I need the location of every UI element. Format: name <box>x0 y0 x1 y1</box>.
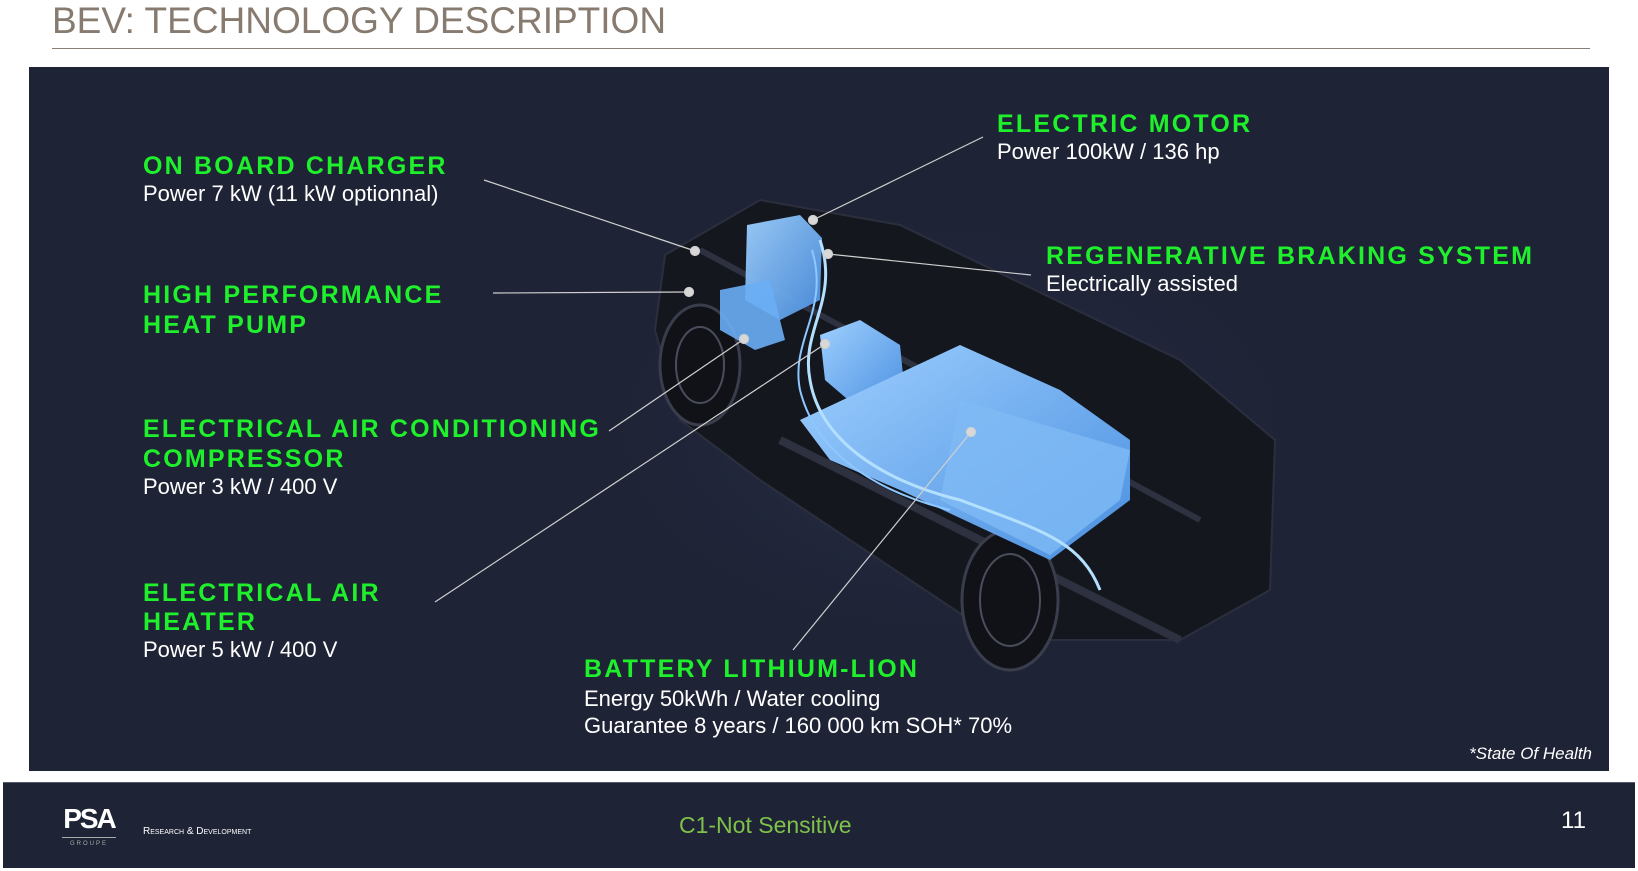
ac-compressor-title-line1: ELECTRICAL AIR CONDITIONING <box>143 415 602 443</box>
leader-ac-compressor <box>608 338 745 432</box>
vehicle-platform-illustration <box>434 136 1330 672</box>
page-number: 11 <box>1561 807 1586 834</box>
footer: PSA GROUPE Research & Development C1-Not… <box>3 782 1635 868</box>
air-heater-detail: Power 5 kW / 400 V <box>143 637 338 662</box>
leader-on-board-charger <box>483 179 696 252</box>
heat-pump-title-line1: HIGH PERFORMANCE <box>143 281 444 309</box>
ac-compressor-detail: Power 3 kW / 400 V <box>143 474 338 499</box>
electric-motor-title: ELECTRIC MOTOR <box>997 110 1253 138</box>
ac-compressor-title-line2: COMPRESSOR <box>143 445 346 473</box>
heat-pump-block <box>720 280 785 350</box>
air-heater-title-line1: ELECTRICAL AIR <box>143 579 381 607</box>
on-board-charger-title: ON BOARD CHARGER <box>143 152 448 180</box>
department-label: Research & Development <box>143 826 252 837</box>
psa-logo: PSA GROUPE <box>62 803 117 847</box>
wheel-front-left <box>658 303 742 427</box>
classification-label: C1-Not Sensitive <box>679 812 852 838</box>
battery-detail-line2: Guarantee 8 years / 160 000 km SOH* 70% <box>584 713 1013 738</box>
leader-air-heater <box>434 343 826 603</box>
title-divider <box>52 48 1590 49</box>
leader-heat-pump <box>492 291 690 294</box>
regen-braking-detail: Electrically assisted <box>1046 271 1238 296</box>
leader-regen-braking <box>827 253 1032 276</box>
on-board-charger-detail: Power 7 kW (11 kW optionnal) <box>143 181 439 206</box>
air-heater-title-line2: HEATER <box>143 608 258 636</box>
content-panel: ON BOARD CHARGER Power 7 kW (11 kW optio… <box>29 67 1609 771</box>
page-title: BEV: TECHNOLOGY DESCRIPTION <box>52 0 667 41</box>
regen-braking-title: REGENERATIVE BRAKING SYSTEM <box>1046 242 1535 270</box>
leader-battery <box>792 431 972 651</box>
electric-motor-detail: Power 100kW / 136 hp <box>997 139 1220 164</box>
battery-detail-line1: Energy 50kWh / Water cooling <box>584 686 881 711</box>
battery-title: BATTERY LITHIUM-LION <box>584 655 920 683</box>
leader-electric-motor <box>812 136 984 221</box>
heat-pump-title-line2: HEAT PUMP <box>143 311 309 339</box>
footnote: *State Of Health <box>1469 744 1592 763</box>
